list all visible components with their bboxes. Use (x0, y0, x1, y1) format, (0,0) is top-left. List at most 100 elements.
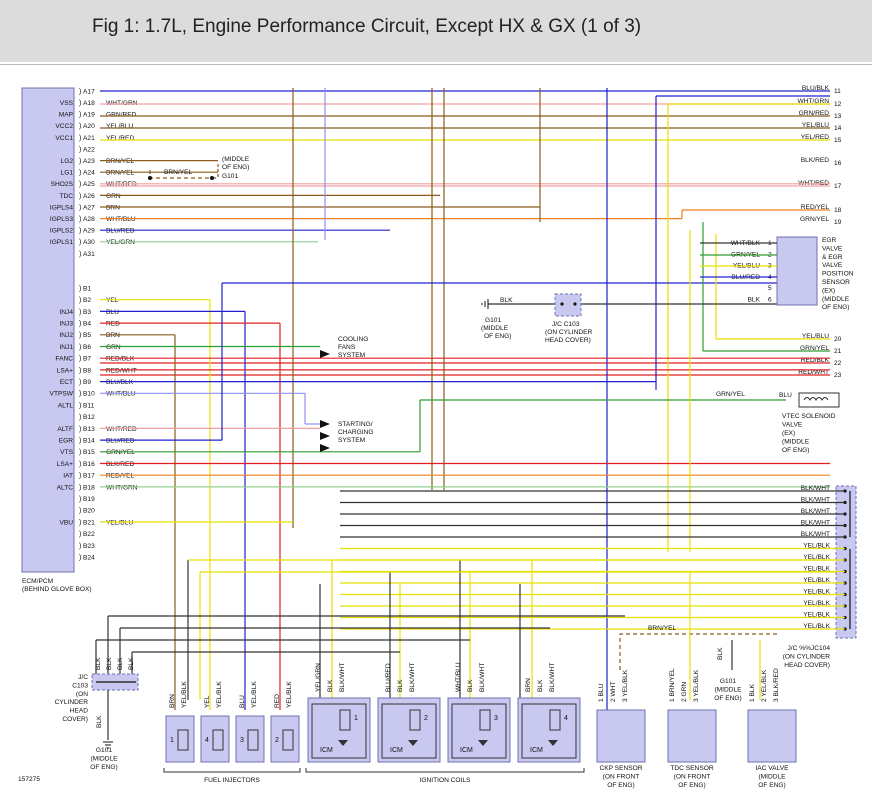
jc103-label: J/C C103 (552, 321, 580, 328)
coil-symbol (282, 729, 294, 751)
pin-bracket: ) (79, 297, 81, 304)
jc104-wire-label: YEL/BLK (803, 589, 830, 596)
ref-number: 16 (834, 160, 842, 167)
injector-number: 3 (240, 737, 244, 744)
ref-number: 20 (834, 336, 842, 343)
ecm-pin-label: A28 (83, 216, 95, 223)
g101-label: (MIDDLE (222, 156, 250, 163)
ref-number: 12 (834, 101, 842, 108)
starting-charging-label: CHARGING (338, 429, 374, 436)
injector-wire-label: YEL/BLK (286, 681, 293, 708)
jc104-wire-label: YEL/BLK (803, 554, 830, 561)
jc104-label: (ON CYLINDER (783, 654, 830, 661)
pin-bracket: ) (79, 496, 81, 503)
jc104-wire-label: BLK/WHT (801, 508, 830, 515)
ref-number: 19 (834, 219, 842, 226)
ecm-pin-label: A18 (83, 100, 95, 107)
ecm-pin-label: A30 (83, 239, 95, 246)
iac-valve (747, 709, 797, 763)
g101-label: G101 (485, 317, 501, 324)
ecm-signal-label: MAP (59, 112, 74, 119)
coil-symbol (479, 709, 491, 731)
pin-bracket: ) (79, 239, 81, 246)
pin-bracket: ) (79, 344, 81, 351)
jc104-wire-label: BLK/WHT (801, 531, 830, 538)
ecm-signal-label: EGR (59, 438, 74, 445)
fuel-injector (235, 715, 265, 763)
pin-bracket: ) (79, 402, 81, 409)
egr-label: & EGR (822, 254, 843, 261)
egr-label: OF ENG) (822, 304, 849, 311)
starting-charging-label: SYSTEM (338, 437, 365, 444)
coil-wire-label: BLU/RED (385, 663, 392, 692)
ecm-pin-label: A22 (83, 146, 95, 153)
ecm-signal-label: VTPSW (50, 391, 74, 398)
g101-bottom-label: (MIDDLE (90, 755, 118, 762)
wire-color-label: BLK (500, 297, 513, 304)
jc104-label: HEAD COVER) (784, 662, 830, 669)
vtec-label: VALVE (782, 422, 803, 429)
jc103-bottom-label: (ON (76, 691, 88, 698)
ignition-coil-inner (311, 703, 367, 759)
ref-wire-label: GRN/YEL (800, 216, 829, 223)
fuel-injector (200, 715, 230, 763)
egr-pin-number: 5 (768, 285, 772, 292)
g101-bottom-label: OF ENG) (714, 695, 741, 702)
ref-wire-label: YEL/BLU (802, 122, 829, 129)
wire-color-label: GRN/YEL (716, 391, 745, 398)
g101-bottom-label: (MIDDLE (714, 687, 742, 694)
jc103-label: (ON CYLINDER (545, 329, 592, 336)
ecm-signal-label: VSS (60, 100, 74, 107)
arrow (320, 444, 330, 452)
ecm-signal-label: ALTC (57, 484, 74, 491)
coil-wire-label: BLK (397, 679, 404, 692)
wire-color-label: BRN/YEL (164, 169, 193, 176)
ecm-signal-label: LSA+ (57, 367, 73, 374)
g101-bottom-label: OF ENG) (90, 764, 117, 771)
egr-label: (EX) (822, 287, 835, 294)
pin-bracket: ) (79, 414, 81, 421)
icm-label: ICM (390, 747, 403, 754)
diode-symbol (338, 740, 348, 746)
splice-dot (148, 176, 152, 180)
wire-color-label: YEL (106, 297, 119, 304)
ecm-pin-label: A31 (83, 251, 95, 258)
jc104-wire-label: YEL/BLK (803, 623, 830, 630)
ecm-pin-label: B14 (83, 438, 95, 445)
ecm-signal-label: VTS (60, 449, 73, 456)
ref-wire-label: RED/WHT (798, 369, 829, 376)
ignition-coil (377, 697, 441, 763)
jc104-wire-label: BLK/WHT (801, 520, 830, 527)
ecm-signal-label: INJ3 (59, 321, 73, 328)
g101-label: OF ENG) (484, 333, 511, 340)
jc104-wire-label: YEL/BLK (803, 600, 830, 607)
ignition-coil (307, 697, 371, 763)
fuel-injectors-caption: FUEL INJECTORS (204, 777, 260, 784)
vtec-label: (EX) (782, 430, 795, 437)
icm-label: ICM (460, 747, 473, 754)
jc104-wire-label: BLK/WHT (801, 485, 830, 492)
ckp-sensor-wire-label: 3 YEL/BLK (622, 669, 629, 702)
pin-bracket: ) (79, 555, 81, 562)
ecm-signal-label: INJ1 (59, 344, 73, 351)
wire-color-label: YEL/BLU (106, 519, 133, 526)
ecm-signal-label: VCC1 (55, 135, 73, 142)
diode-symbol (408, 740, 418, 746)
wire-color-label: WHT/BLU (106, 391, 136, 398)
pin-bracket: ) (79, 170, 81, 177)
splice-dot (573, 302, 577, 306)
pin-bracket: ) (79, 473, 81, 480)
ecm-pin-label: B20 (83, 508, 95, 515)
ecm-pin-label: B18 (83, 484, 95, 491)
egr-label: SENSOR (822, 279, 850, 286)
ckp-sensor (596, 709, 646, 763)
bracket (305, 768, 585, 773)
ecm-box (21, 87, 75, 573)
ecm-pin-label: A20 (83, 123, 95, 130)
wire-color-label: BRN (106, 332, 120, 339)
page-title: Fig 1: 1.7L, Engine Performance Circuit,… (92, 16, 642, 37)
jc103-bottom-label: C103 (72, 682, 88, 689)
injector-wire-label: BRN (169, 694, 176, 708)
wire-color-label: BRN/YEL (106, 170, 135, 177)
